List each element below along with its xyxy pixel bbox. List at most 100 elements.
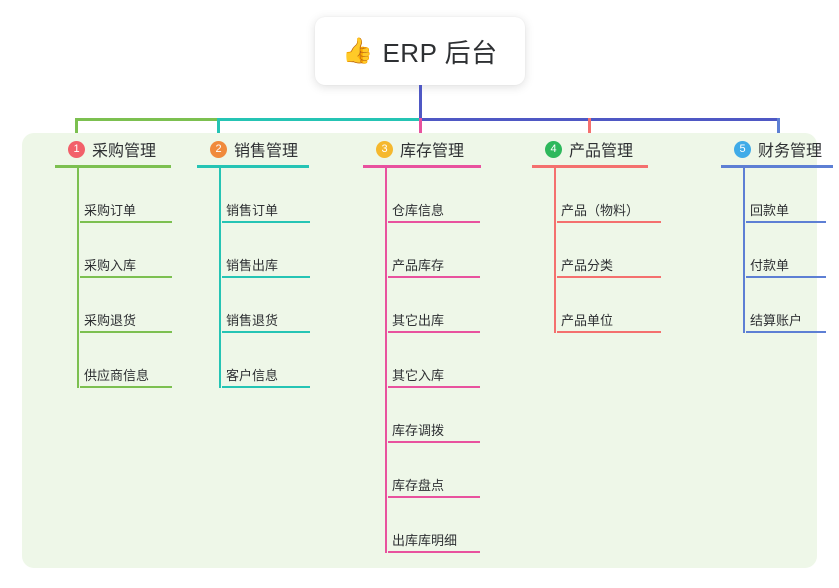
branch-spine <box>554 168 556 333</box>
branch-item-label: 回款单 <box>750 203 790 218</box>
branch-item-label: 销售退货 <box>226 313 279 328</box>
branch-number-badge: 2 <box>210 140 227 158</box>
branch-column-产品管理: 4 产品管理产品（物料） 产品分类产品单位 <box>529 133 689 333</box>
branch-item-rule <box>746 276 826 278</box>
branch-item-list: 仓库信息产品库存其它出库其它入库库存调拨库存盘点出库库明细 <box>360 168 520 553</box>
root-trunk-connector <box>419 85 422 118</box>
branch-item-label: 出库库明细 <box>392 533 458 548</box>
branch-item-list: 采购订单采购入库采购退货供应商信息 <box>52 168 212 388</box>
branch-number-badge: 1 <box>68 140 85 158</box>
branch-item-rule <box>80 386 172 388</box>
branch-item[interactable]: 客户信息 <box>222 333 354 388</box>
branch-item-list: 回款单付款单结算账户 <box>718 168 839 333</box>
branch-item-rule <box>222 386 310 388</box>
branch-header-2[interactable]: 2 销售管理 <box>194 133 354 165</box>
branch-item[interactable]: 仓库信息 <box>388 168 520 223</box>
branch-item-rule <box>557 276 661 278</box>
branch-item[interactable]: 供应商信息 <box>80 333 212 388</box>
branch-item-rule <box>80 221 172 223</box>
branch-item-label: 采购订单 <box>84 203 137 218</box>
branch-number-badge: 4 <box>545 140 562 158</box>
branch-item[interactable]: 其它入库 <box>388 333 520 388</box>
branch-item-label: 结算账户 <box>750 313 803 328</box>
branch-item-rule <box>388 386 480 388</box>
branch-header-5[interactable]: 5 财务管理 <box>718 133 839 165</box>
branch-item[interactable]: 产品库存 <box>388 223 520 278</box>
branches-panel: 1 采购管理采购订单采购入库采购退货供应商信息 2 销售管理销售订单销售出库销售退货客… <box>22 133 833 568</box>
branch-title: 产品管理 <box>569 143 634 160</box>
branch-item-list: 产品（物料） 产品分类产品单位 <box>529 168 689 333</box>
branch-item[interactable]: 采购入库 <box>80 223 212 278</box>
branch-item-rule <box>388 441 480 443</box>
branch-column-财务管理: 5 财务管理回款单付款单结算账户 <box>718 133 839 333</box>
branch-item-label: 付款单 <box>750 258 790 273</box>
branch-item-rule <box>388 221 480 223</box>
branch-header-rule <box>721 165 833 168</box>
branch-item-rule <box>80 331 172 333</box>
branch-column-库存管理: 3 库存管理仓库信息产品库存其它出库其它入库库存调拨库存盘点出库库明细 <box>360 133 520 553</box>
branch-item-label: 产品单位 <box>561 313 614 328</box>
branch-item[interactable]: 其它出库 <box>388 278 520 333</box>
branch-title: 库存管理 <box>400 143 465 160</box>
branch-item[interactable]: 采购订单 <box>80 168 212 223</box>
branch-item[interactable]: 结算账户 <box>746 278 839 333</box>
branch-item-rule <box>222 276 310 278</box>
branch-header-3[interactable]: 3 库存管理 <box>360 133 520 165</box>
branch-spine <box>385 168 387 553</box>
branch-item-rule <box>222 221 310 223</box>
branch-header-1[interactable]: 1 采购管理 <box>52 133 212 165</box>
branch-item-rule <box>80 276 172 278</box>
branch-spine <box>77 168 79 388</box>
branch-item-label: 供应商信息 <box>84 368 150 383</box>
branch-item-rule <box>222 331 310 333</box>
branch-item-label: 客户信息 <box>226 368 279 383</box>
branch-item-rule <box>746 221 826 223</box>
branch-item-label: 销售出库 <box>226 258 279 273</box>
horizontal-connector-2 <box>217 118 419 121</box>
branch-item-rule <box>557 221 661 223</box>
branch-item-rule <box>388 276 480 278</box>
branch-item[interactable]: 出库库明细 <box>388 498 520 553</box>
branch-header-rule <box>197 165 309 168</box>
thumbs-up-icon: 👍 <box>342 36 374 65</box>
branch-item-label: 库存调拨 <box>392 423 445 438</box>
branch-item-label: 采购退货 <box>84 313 137 328</box>
branch-column-销售管理: 2 销售管理销售订单销售出库销售退货客户信息 <box>194 133 354 388</box>
branch-item-label: 销售订单 <box>226 203 279 218</box>
branch-item-label: 产品（物料） <box>561 203 640 218</box>
branch-number-badge: 5 <box>734 140 751 158</box>
branch-item-label: 采购入库 <box>84 258 137 273</box>
branch-item[interactable]: 采购退货 <box>80 278 212 333</box>
branch-header-rule <box>55 165 171 168</box>
branch-title: 销售管理 <box>234 143 299 160</box>
branch-item-rule <box>388 496 480 498</box>
root-node-card[interactable]: 👍 ERP 后台 <box>315 17 525 85</box>
branch-item[interactable]: 产品分类 <box>557 223 689 278</box>
branch-item[interactable]: 回款单 <box>746 168 839 223</box>
branch-item[interactable]: 库存调拨 <box>388 388 520 443</box>
branch-item[interactable]: 产品（物料） <box>557 168 689 223</box>
branch-header-4[interactable]: 4 产品管理 <box>529 133 689 165</box>
branch-item-rule <box>388 331 480 333</box>
branch-item-label: 库存盘点 <box>392 478 445 493</box>
branch-item-label: 仓库信息 <box>392 203 445 218</box>
branch-item[interactable]: 销售订单 <box>222 168 354 223</box>
branch-item-label: 产品分类 <box>561 258 614 273</box>
branch-number-badge: 3 <box>376 140 393 158</box>
branch-item-rule <box>746 331 826 333</box>
branch-title: 财务管理 <box>758 143 823 160</box>
branch-title: 采购管理 <box>92 143 157 160</box>
branch-item-rule <box>557 331 661 333</box>
branch-column-采购管理: 1 采购管理采购订单采购入库采购退货供应商信息 <box>52 133 212 388</box>
branch-item-list: 销售订单销售出库销售退货客户信息 <box>194 168 354 388</box>
branch-item-label: 产品库存 <box>392 258 445 273</box>
branch-item[interactable]: 销售退货 <box>222 278 354 333</box>
branch-item[interactable]: 库存盘点 <box>388 443 520 498</box>
branch-spine <box>743 168 745 333</box>
branch-item[interactable]: 销售出库 <box>222 223 354 278</box>
root-node-title: ERP 后台 <box>382 37 498 68</box>
branch-item[interactable]: 付款单 <box>746 223 839 278</box>
branch-item[interactable]: 产品单位 <box>557 278 689 333</box>
branch-header-rule <box>363 165 481 168</box>
